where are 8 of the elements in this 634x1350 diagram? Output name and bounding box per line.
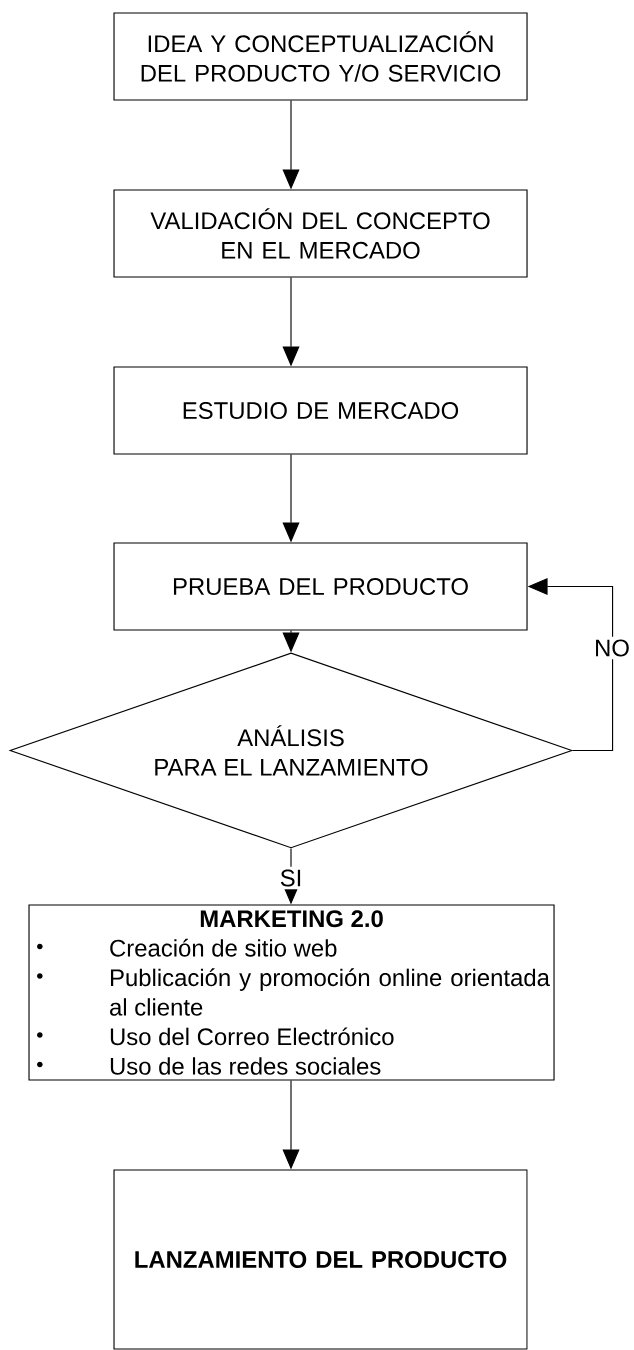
process-box: IDEA Y CONCEPTUALIZACIÓN DEL PRODUCTO Y/O SERVICIO: [113, 12, 528, 101]
edge-label: SI: [276, 866, 306, 890]
list-box: MARKETING 2.0 Creación de sitio web Publicación y promoción online orientada al cliente Uso del Correo Electrónico Uso de las redes sociales: [28, 904, 555, 1081]
process-box: PRUEBA DEL PRODUCTO: [113, 542, 528, 631]
process-box: ESTUDIO DE MERCADO: [113, 366, 528, 455]
process-box: VALIDACIÓN DEL CONCEPTO EN EL MERCADO: [113, 189, 528, 278]
edge-label: NO: [591, 636, 633, 660]
process-box: LANZAMIENTO DEL PRODUCTO: [113, 1169, 528, 1350]
